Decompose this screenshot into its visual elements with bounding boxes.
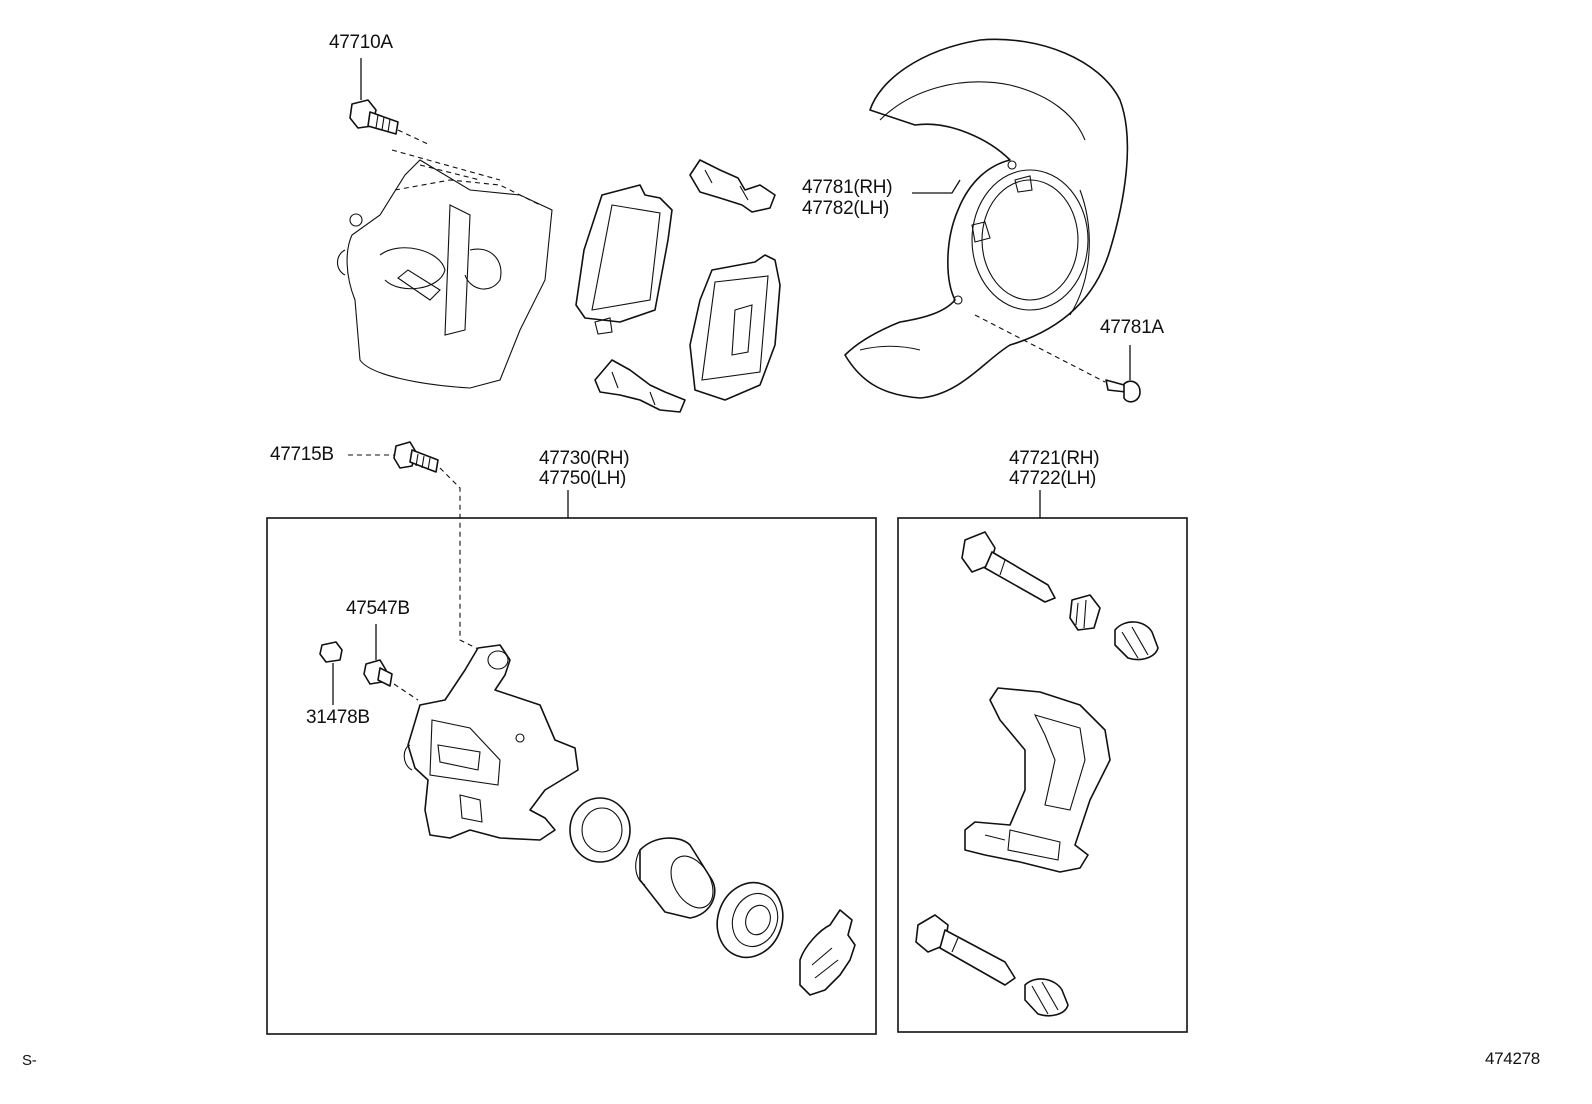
disc-brake-dust-cover-icon [844,38,1129,399]
anti-squeal-shim-icon [799,909,856,996]
bolt-47710a-icon [349,58,431,146]
caliper-assembly-box [266,517,877,1035]
bleeder-plug-icon [363,624,419,701]
piston-seal-icon [569,797,631,863]
pin-boot-lower-icon [1024,978,1069,1017]
caliper-phantom-outline [336,149,553,389]
callout-bolt-top: 47710A [329,32,393,53]
anti-squeal-clip-lower-icon [594,359,686,413]
callout-mounting-rh: 47721(RH) [1009,448,1100,469]
callout-caliper-assy-lh: 47750(LH) [539,468,627,489]
callout-caliper-bolt: 47715B [270,444,334,465]
footer-left-mark: S- [22,1052,37,1069]
diagram-number: 474278 [1485,1049,1540,1068]
piston-icon [635,837,716,919]
callout-bleeder-cap: 31478B [306,707,370,728]
leader-dust-cover [912,179,961,194]
brake-pad-inner-icon [575,184,673,335]
callout-caliper-assy-rh: 47730(RH) [539,448,630,469]
pin-boot-upper-icon [1069,594,1159,661]
caliper-body-icon [403,644,579,841]
slide-pin-lower-icon [915,914,1016,986]
callout-dust-cover-rh: 47781(RH) [802,177,893,198]
bolt-47715b-icon [348,441,481,651]
callout-dust-cover-bolt: 47781A [1100,317,1164,338]
slide-pin-upper-icon [961,531,1056,603]
bleeder-cap-icon [319,641,343,705]
cylinder-boot-icon [716,881,784,959]
callout-bleeder-plug: 47547B [346,598,410,619]
mounting-assembly-box [897,517,1188,1033]
anti-squeal-clip-upper-icon [689,159,776,213]
callout-mounting-lh: 47722(LH) [1009,468,1097,489]
bolt-47781a-icon [974,314,1141,403]
callout-dust-cover-lh: 47782(LH) [802,198,890,219]
caliper-mounting-bracket-icon [964,687,1111,873]
brake-pad-outer-icon [689,254,781,401]
